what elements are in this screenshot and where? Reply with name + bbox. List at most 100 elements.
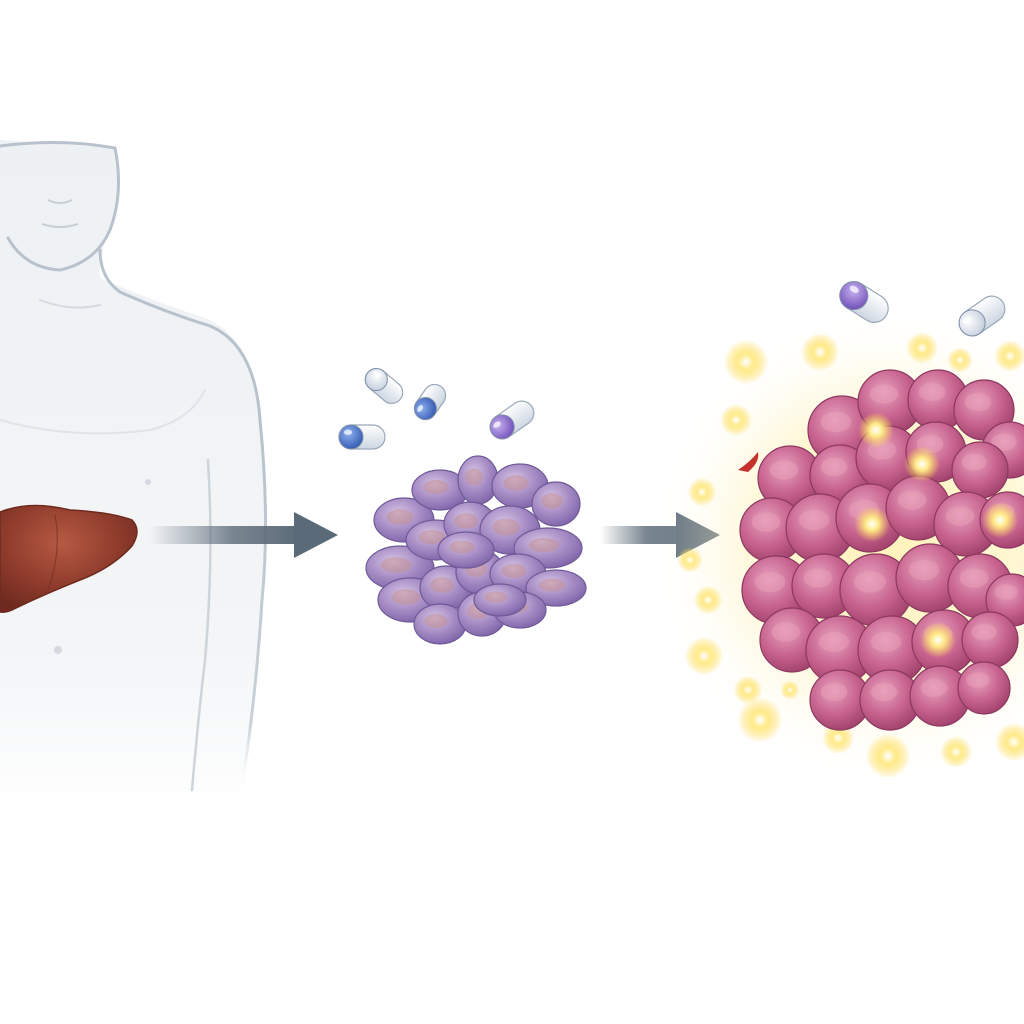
cell-mottle [538,578,566,592]
neck-shoulder-outline [98,248,262,422]
glow-spark [693,585,723,615]
cell-mottle [798,509,830,531]
glow-spark [677,547,703,573]
cell-mottle [994,584,1018,600]
cell-mottle [920,679,948,697]
glow-spark [720,404,752,436]
tumor-hotspot [920,622,956,658]
cell-mottle [769,460,799,480]
arrow-shaft [150,526,300,544]
cell-mottle [503,475,529,491]
drug-capsule [839,281,889,323]
cell-mottle [971,623,997,641]
cell-mottle [945,506,975,526]
tumor-cell [951,441,1009,499]
red-fleck [738,452,759,472]
tumor-hotspot [854,506,890,542]
cell-mottle [454,513,478,529]
human-body-figure [0,140,268,820]
cell-mottle [501,564,527,578]
glow-spark [723,339,769,385]
cell-mottle [966,672,990,688]
tumor-hotspot [858,412,894,448]
glow-spark [994,340,1024,372]
cell-mottle [424,614,448,628]
cell-mottle [465,468,483,486]
tumor-hotspot [904,446,940,482]
cell-mottle [853,571,887,593]
cell-mottle [528,538,560,552]
cell-mottle [959,568,989,588]
cell-mottle [991,433,1017,451]
drug-capsule [413,383,447,421]
glow-spark [865,733,911,779]
cell-mottle [430,577,454,593]
cell-mottle [964,393,992,411]
tumor-cell [957,661,1011,715]
drug-capsule [338,424,386,450]
glow-spark [947,347,973,373]
cell-mottle [870,631,902,653]
large-tumor-mass [739,369,1024,731]
glow-spark [800,332,840,372]
cell-mottle [541,493,563,509]
arrow-head [294,512,338,558]
nipple [145,479,151,485]
cell-mottle [803,568,833,588]
glow-sparks [677,332,1024,779]
cell-mottle [820,683,848,701]
cell-mottle [820,411,852,433]
purple-cell [473,583,527,617]
glow-spark [780,680,800,700]
cell-mottle [449,540,475,554]
glow-spark [733,675,763,705]
cell-mottle [897,490,927,510]
cell-mottle [391,589,421,605]
drug-capsules [338,281,1006,450]
liver-organ [0,504,138,613]
cell-mottle [820,458,848,476]
cell-mottle [961,453,987,471]
cell-mottle [380,557,412,573]
tumor-cell [961,611,1019,669]
cell-mottle [423,480,449,494]
cell-mottle [870,683,898,701]
body-silhouette [0,140,265,820]
cell-mottle [869,384,899,404]
glow-spark [994,722,1024,762]
collarbone-line [39,299,101,309]
cell-mottle [908,559,940,581]
cell-mottle [492,518,520,536]
face-mouth [41,223,79,228]
glow-spark [684,636,724,676]
tumor-hotspot [982,502,1018,538]
arrow-body-to-cluster [150,512,338,558]
cell-mottle [418,530,446,544]
navel [54,646,62,654]
head-outline [0,140,121,272]
drug-capsule [489,400,535,440]
cell-mottle [754,571,786,593]
inner-arm-line [190,458,212,792]
face-nose [47,199,73,204]
small-cell-cluster [365,455,587,645]
purple-cell [525,569,587,607]
cell-mottle [386,509,414,525]
glow-spark [906,332,938,364]
drug-capsule [364,367,404,405]
cell-mottle [484,591,508,603]
cell-mottle [818,631,850,653]
drug-capsule [958,295,1006,337]
glow-spark [687,477,717,507]
cell-mottle [918,383,946,401]
glow-spark [940,736,972,768]
glow-spark [737,697,783,743]
arm-outline [238,418,268,802]
purple-cell [437,531,495,569]
cell-mottle [751,512,781,532]
purple-cell [531,481,581,527]
liver-lobe-line [47,514,58,591]
chest-line [0,389,206,435]
cell-mottle [771,622,801,642]
